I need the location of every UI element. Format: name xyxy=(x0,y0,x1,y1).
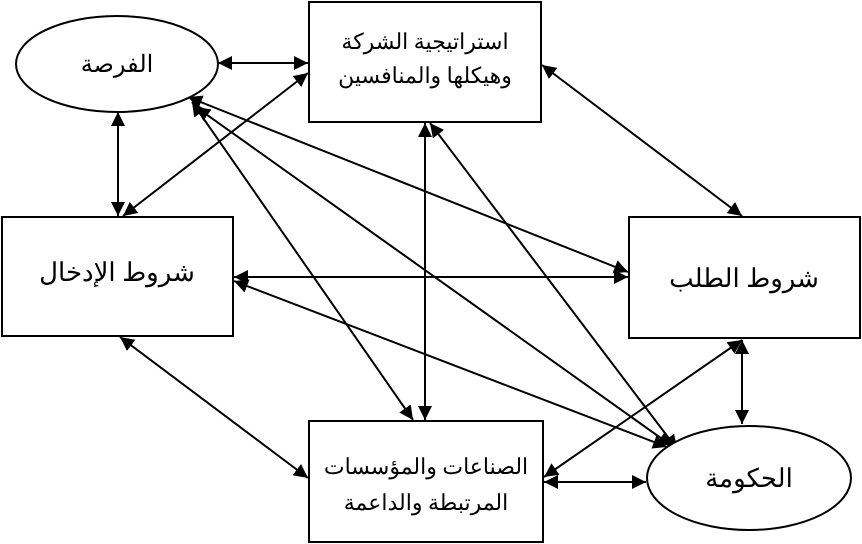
arrow-demand-industries xyxy=(543,339,743,478)
node-opportunity: الفرصة xyxy=(15,15,219,113)
industries-label-line2: المرتبطة والداعمة xyxy=(344,490,509,516)
node-strategy: استراتيجية الشركة وهيكلها والمنافسين xyxy=(308,1,542,123)
opportunity-label: الفرصة xyxy=(81,52,154,78)
strategy-box xyxy=(308,1,542,123)
arrow-input-industries xyxy=(119,336,309,479)
strategy-label-line2: وهيكلها والمنافسين xyxy=(338,63,512,89)
input-conditions-label: شروط الإدخال xyxy=(39,258,195,288)
node-input-conditions: شروط الإدخال xyxy=(1,216,234,337)
node-government: الحكومة xyxy=(646,425,852,531)
industries-label-line1: الصناعات والمؤسسات xyxy=(324,454,528,480)
arrow-strategy-demand xyxy=(541,64,743,217)
connectors xyxy=(111,56,749,489)
industries-box xyxy=(308,420,544,543)
strategy-label-line1: استراتيجية الشركة xyxy=(341,29,508,55)
demand-conditions-label: شروط الطلب xyxy=(669,264,819,294)
arrow-opportunity-demand xyxy=(187,95,629,274)
government-label: الحكومة xyxy=(705,464,793,494)
government-ellipse xyxy=(646,425,852,531)
demand-conditions-box xyxy=(628,216,861,339)
node-industries: الصناعات والمؤسسات المرتبطة والداعمة xyxy=(308,420,544,543)
opportunity-ellipse xyxy=(15,15,219,113)
input-conditions-box xyxy=(1,216,234,337)
node-demand-conditions: شروط الطلب xyxy=(628,216,861,339)
